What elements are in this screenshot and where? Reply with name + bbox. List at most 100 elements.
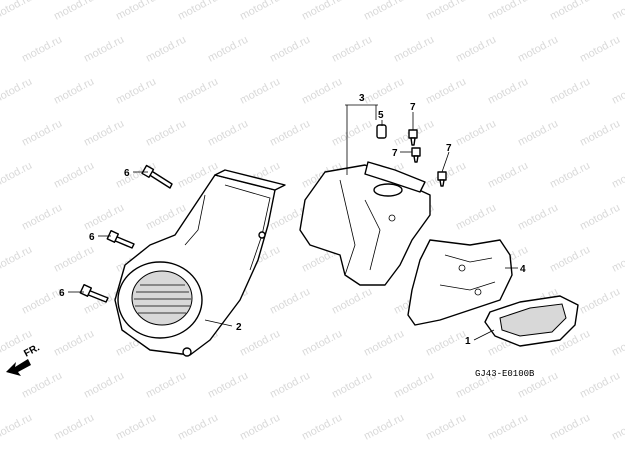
watermark-text: motod.ru (424, 412, 468, 443)
screw-7-b (411, 147, 421, 163)
watermark-text: motod.ru (610, 76, 625, 107)
watermark-text: motod.ru (610, 412, 625, 443)
watermark-text: motod.ru (610, 328, 625, 359)
watermark-text: motod.ru (144, 34, 188, 65)
watermark-text: motod.ru (548, 0, 592, 23)
watermark-text: motod.ru (300, 0, 344, 23)
watermark-text: motod.ru (362, 412, 406, 443)
watermark-text: motod.ru (52, 0, 96, 23)
watermark-text: motod.ru (362, 76, 406, 107)
callout-7-a: 7 (410, 102, 416, 113)
watermark-text: motod.ru (20, 118, 64, 149)
watermark-text: motod.ru (238, 76, 282, 107)
watermark-text: motod.ru (578, 370, 622, 401)
watermark-text: motod.ru (52, 160, 96, 191)
callout-6-bottom: 6 (59, 288, 65, 299)
watermark-text: motod.ru (300, 328, 344, 359)
watermark-text: motod.ru (516, 202, 560, 233)
watermark-text: motod.ru (144, 118, 188, 149)
watermark-text: motod.ru (238, 412, 282, 443)
watermark-text: motod.ru (20, 370, 64, 401)
watermark-text: motod.ru (548, 244, 592, 275)
callout-4: 4 (520, 264, 526, 275)
fan-cover-part-2 (114, 169, 286, 357)
watermark-text: motod.ru (486, 160, 530, 191)
duct-part-1 (484, 295, 579, 347)
watermark-text: motod.ru (610, 0, 625, 23)
watermark-text: motod.ru (82, 118, 126, 149)
watermark-text: motod.ru (300, 76, 344, 107)
watermark-text: motod.ru (610, 244, 625, 275)
watermark-text: motod.ru (0, 244, 34, 275)
watermark-text: motod.ru (144, 370, 188, 401)
watermark-text: motod.ru (82, 202, 126, 233)
watermark-text: motod.ru (20, 286, 64, 317)
watermark-text: motod.ru (206, 34, 250, 65)
watermark-text: motod.ru (20, 202, 64, 233)
bracket-part-4 (407, 239, 513, 326)
watermark-text: motod.ru (362, 328, 406, 359)
callout-6-top: 6 (124, 168, 130, 179)
watermark-text: motod.ru (362, 0, 406, 23)
watermark-text: motod.ru (52, 76, 96, 107)
watermark-text: motod.ru (0, 412, 34, 443)
screw-7-a (408, 129, 418, 146)
watermark-text: motod.ru (176, 412, 220, 443)
watermark-text: motod.ru (392, 370, 436, 401)
shroud-part-3 (299, 161, 431, 286)
watermark-text: motod.ru (52, 412, 96, 443)
watermark-text: motod.ru (578, 34, 622, 65)
watermark-text: motod.ru (548, 76, 592, 107)
callout-6-middle: 6 (89, 232, 95, 243)
bolt-6-top (141, 164, 173, 189)
watermark-text: motod.ru (516, 34, 560, 65)
watermark-text: motod.ru (578, 202, 622, 233)
diagram-code: GJ43-E0100B (475, 369, 535, 379)
watermark-text: motod.ru (516, 118, 560, 149)
callout-7-c: 7 (446, 143, 452, 154)
watermark-text: motod.ru (238, 328, 282, 359)
watermark-text: motod.ru (0, 160, 34, 191)
leader-lines (68, 104, 518, 341)
callout-5: 5 (378, 110, 384, 121)
watermark-text: motod.ru (330, 286, 374, 317)
watermark-text: motod.ru (0, 0, 34, 23)
watermark-text: motod.ru (548, 412, 592, 443)
clip-part-5 (376, 124, 387, 139)
watermark-text: motod.ru (578, 118, 622, 149)
watermark-text: motod.ru (268, 286, 312, 317)
watermark-text: motod.ru (330, 370, 374, 401)
watermark-text: motod.ru (52, 328, 96, 359)
watermark-text: motod.ru (424, 0, 468, 23)
watermark-text: motod.ru (610, 160, 625, 191)
watermark-text: motod.ru (486, 76, 530, 107)
watermark-text: motod.ru (424, 76, 468, 107)
callout-2: 2 (236, 322, 242, 333)
watermark-text: motod.ru (114, 76, 158, 107)
watermark-text: motod.ru (454, 34, 498, 65)
watermark-text: motod.ru (238, 0, 282, 23)
watermark-text: motod.ru (0, 76, 34, 107)
watermark-text: motod.ru (330, 34, 374, 65)
watermark-text: motod.ru (548, 160, 592, 191)
watermark-text: motod.ru (176, 0, 220, 23)
watermark-text: motod.ru (486, 0, 530, 23)
direction-label: FR. (22, 342, 42, 359)
callout-1: 1 (465, 336, 471, 347)
watermark-text: motod.ru (268, 370, 312, 401)
watermark-text: motod.ru (454, 202, 498, 233)
watermark-text: motod.ru (82, 370, 126, 401)
watermark-text: motod.ru (52, 244, 96, 275)
watermark-text: motod.ru (454, 118, 498, 149)
callout-3: 3 (359, 93, 365, 104)
watermark-text: motod.ru (268, 118, 312, 149)
watermark-text: motod.ru (82, 34, 126, 65)
bolt-6-bottom (79, 283, 109, 303)
watermark-text: motod.ru (424, 328, 468, 359)
watermark-text: motod.ru (206, 118, 250, 149)
bolt-6-middle (106, 229, 135, 249)
callouts: 6 6 6 2 3 5 7 7 7 4 1 (59, 93, 526, 347)
watermark-text: motod.ru (206, 370, 250, 401)
watermark-text: motod.ru (392, 34, 436, 65)
